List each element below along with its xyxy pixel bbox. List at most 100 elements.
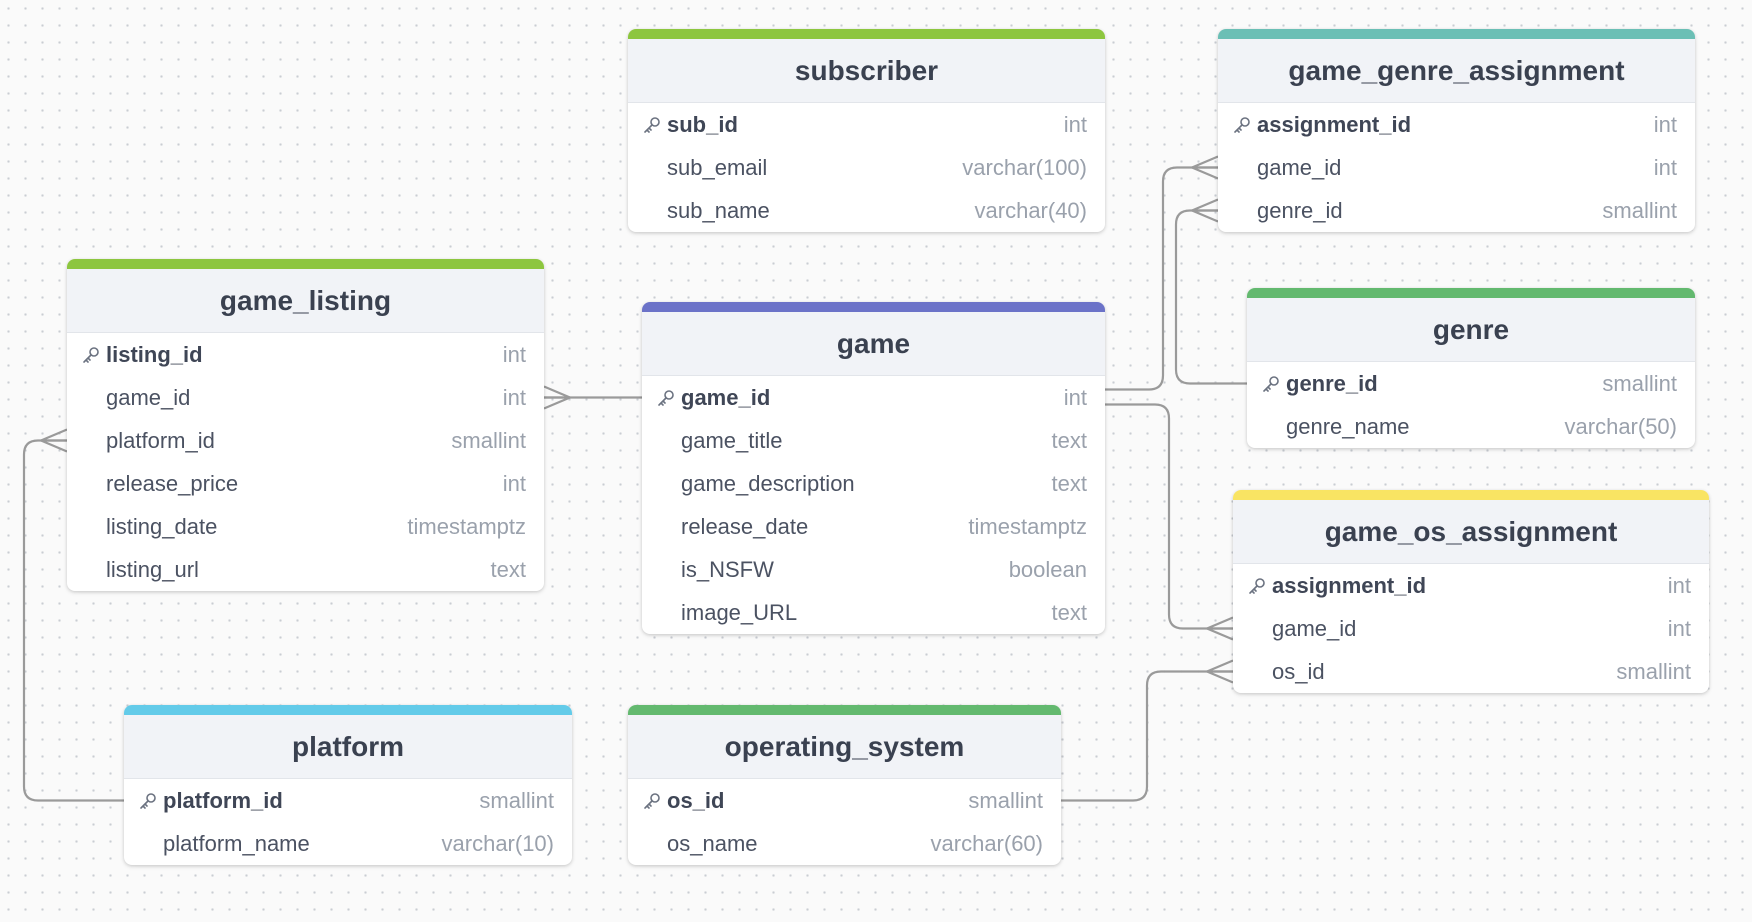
column-type: int bbox=[502, 342, 526, 367]
column-type: boolean bbox=[1008, 557, 1087, 582]
table-title[interactable]: game_os_assignment bbox=[1233, 500, 1709, 564]
column-name: image_URL bbox=[681, 600, 798, 625]
column-name: os_name bbox=[667, 831, 758, 856]
column-name: sub_name bbox=[667, 198, 770, 223]
column-type: smallint bbox=[1616, 659, 1691, 684]
primary-key-icon bbox=[1249, 578, 1265, 594]
table-accent-bar bbox=[67, 259, 544, 269]
column-type: int bbox=[1667, 616, 1691, 641]
primary-key-icon bbox=[83, 347, 99, 363]
column-name: game_id bbox=[1272, 616, 1357, 641]
column-name: game_id bbox=[1257, 155, 1342, 180]
table-accent-bar bbox=[1233, 490, 1709, 500]
column-row[interactable]: os_id smallint bbox=[628, 779, 1061, 822]
primary-key-icon bbox=[1234, 117, 1250, 133]
column-row[interactable]: game_id int bbox=[1218, 146, 1695, 189]
column-type: smallint bbox=[1602, 371, 1677, 396]
primary-key-icon bbox=[644, 117, 660, 133]
table-accent-bar bbox=[642, 302, 1105, 312]
column-row[interactable]: image_URL text bbox=[642, 591, 1105, 634]
table-title[interactable]: operating_system bbox=[628, 715, 1061, 779]
relationship-genre-to-game-genre-assignment bbox=[1174, 209, 1247, 385]
column-type: int bbox=[1063, 112, 1087, 137]
column-row[interactable]: assignment_id int bbox=[1233, 564, 1709, 607]
table-accent-bar bbox=[628, 705, 1061, 715]
column-name: assignment_id bbox=[1272, 573, 1427, 598]
column-row[interactable]: sub_id int bbox=[628, 103, 1105, 146]
column-type: text bbox=[490, 557, 526, 582]
column-name: sub_id bbox=[667, 112, 738, 137]
column-row[interactable]: os_name varchar(60) bbox=[628, 822, 1061, 865]
column-name: platform_id bbox=[163, 788, 283, 813]
column-type: int bbox=[1653, 155, 1677, 180]
relationship-game-to-game-os-assignment bbox=[1105, 403, 1233, 630]
crows-foot-marker bbox=[40, 428, 68, 453]
column-name: game_id bbox=[681, 385, 771, 410]
column-row[interactable]: genre_id smallint bbox=[1247, 362, 1695, 405]
crows-foot-marker bbox=[1191, 198, 1219, 223]
column-type: int bbox=[1667, 573, 1691, 598]
crows-foot-marker bbox=[543, 385, 571, 410]
column-row[interactable]: game_id int bbox=[1233, 607, 1709, 650]
table-operating-system[interactable]: operating_system os_id smallint os_name varc… bbox=[628, 705, 1061, 865]
column-name: genre_id bbox=[1286, 371, 1378, 396]
column-name: game_description bbox=[681, 471, 855, 496]
table-title[interactable]: genre bbox=[1247, 298, 1695, 362]
table-title[interactable]: subscriber bbox=[628, 39, 1105, 103]
table-title[interactable]: game_listing bbox=[67, 269, 544, 333]
table-accent-bar bbox=[628, 29, 1105, 39]
column-type: varchar(10) bbox=[441, 831, 554, 856]
table-title[interactable]: platform bbox=[124, 715, 572, 779]
column-type: text bbox=[1051, 471, 1087, 496]
table-title[interactable]: game bbox=[642, 312, 1105, 376]
primary-key-icon bbox=[140, 793, 156, 809]
relationship-game-to-game-genre-assignment bbox=[1105, 166, 1218, 391]
table-accent-bar bbox=[1218, 29, 1695, 39]
column-type: varchar(50) bbox=[1564, 414, 1677, 439]
column-type: smallint bbox=[451, 428, 526, 453]
column-name: genre_id bbox=[1257, 198, 1343, 223]
column-type: int bbox=[502, 385, 526, 410]
table-accent-bar bbox=[124, 705, 572, 715]
column-name: assignment_id bbox=[1257, 112, 1412, 137]
primary-key-icon bbox=[644, 793, 660, 809]
primary-key-icon bbox=[1263, 376, 1279, 392]
relationship-operating-system-to-game-os-assignment bbox=[1061, 670, 1233, 802]
column-type: varchar(60) bbox=[930, 831, 1043, 856]
relationship-platform-to-game-listing bbox=[22, 439, 124, 802]
column-type: smallint bbox=[968, 788, 1043, 813]
column-row[interactable]: game_description text bbox=[642, 462, 1105, 505]
column-name: game_title bbox=[681, 428, 783, 453]
column-type: text bbox=[1051, 600, 1087, 625]
table-accent-bar bbox=[1247, 288, 1695, 298]
column-name: os_id bbox=[667, 788, 725, 813]
table-title[interactable]: game_genre_assignment bbox=[1218, 39, 1695, 103]
